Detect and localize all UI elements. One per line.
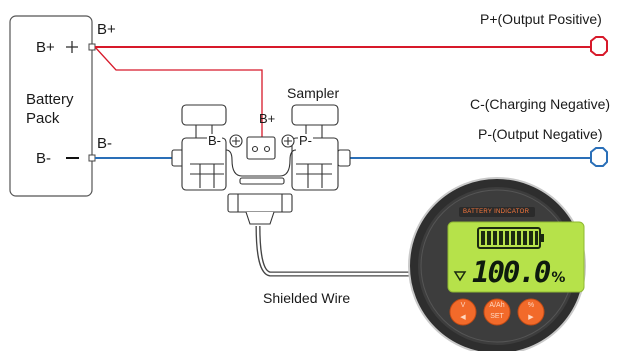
cable-clamp xyxy=(227,193,293,225)
pack-negative-terminal xyxy=(88,154,96,162)
percent-button-bottom-label: ▶ xyxy=(528,314,534,321)
wire-b-plus-label: B+ xyxy=(97,21,116,38)
sampler-title: Sampler xyxy=(287,85,340,101)
pack-positive-terminal xyxy=(88,43,96,51)
v-button-top-label: V xyxy=(460,302,466,309)
sampler-b-plus-label: B+ xyxy=(259,111,276,126)
shielded-wire xyxy=(255,225,435,277)
pack-positive-label: B+ xyxy=(36,39,55,56)
battery-pack-title: Battery Pack xyxy=(26,90,74,128)
battery-meter xyxy=(408,177,586,351)
v-button[interactable] xyxy=(449,298,477,326)
battery-pack-box xyxy=(9,15,93,197)
percent-button[interactable] xyxy=(517,298,545,326)
meter-readout: 100.0% xyxy=(472,255,565,289)
plus-symbol xyxy=(66,41,78,53)
charge-direction-icon xyxy=(453,271,467,282)
p-minus-connector xyxy=(590,147,608,167)
p-minus-output-label: P-(Output Negative) xyxy=(478,126,603,142)
p-plus-output-label: P+(Output Positive) xyxy=(480,11,602,27)
c-minus-output-label: C-(Charging Negative) xyxy=(470,96,611,112)
meter-brand: BATTERY INDICATOR xyxy=(463,209,530,215)
sampler-p-minus-label: P- xyxy=(298,133,313,148)
shielded-wire-label: Shielded Wire xyxy=(263,290,351,306)
v-button-bottom-label: ◀ xyxy=(460,314,466,321)
set-button-top-label: A/Ah xyxy=(489,302,505,309)
battery-pack-title-line1: Battery xyxy=(26,91,74,108)
percent-button-top-label: % xyxy=(527,302,535,309)
set-button[interactable] xyxy=(483,298,511,326)
p-plus-connector xyxy=(590,36,608,56)
pack-negative-label: B- xyxy=(36,150,51,167)
sense-wire xyxy=(94,46,263,148)
sampler-b-minus-label: B- xyxy=(207,133,222,148)
sampler-shunt xyxy=(171,104,351,191)
wire-b-minus-label: B- xyxy=(97,135,112,152)
meter-unit: % xyxy=(551,270,566,286)
meter-value: 100.0 xyxy=(472,255,551,289)
battery-pack-title-line2: Pack xyxy=(26,110,60,127)
set-button-bottom-label: SET xyxy=(490,313,504,320)
